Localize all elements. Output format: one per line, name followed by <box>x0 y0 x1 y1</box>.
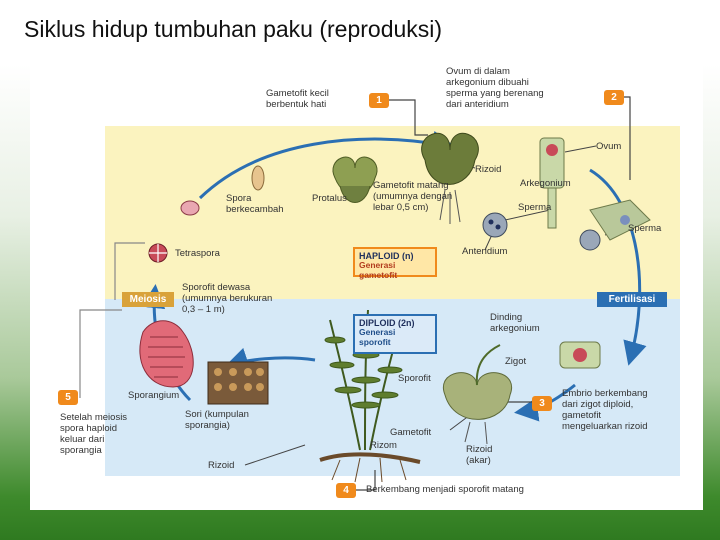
leader-ovum <box>564 145 597 153</box>
label-ovum-dibuahi: Ovum di dalam arkegonium dibuahi sperma … <box>446 66 544 110</box>
label-dinding-arkegonium: Dinding arkegonium <box>490 312 540 334</box>
step-2-badge: 2 <box>604 90 624 105</box>
label-protalus: Protalus <box>312 193 347 204</box>
step-3-badge: 3 <box>532 396 552 411</box>
antheridium <box>482 212 508 238</box>
label-sperma-a: Sperma <box>518 202 552 213</box>
spore-germinating <box>180 200 200 216</box>
cycle-arrow-right <box>589 168 647 366</box>
cycle-arrow-top <box>198 131 456 200</box>
label-embrio: Embrio berkembang dari zigot diploid, ga… <box>562 388 648 432</box>
label-rizoid-bawah: Rizoid <box>208 460 235 471</box>
young-sporophyte <box>442 344 513 445</box>
label-rizom: Rizom <box>370 440 397 451</box>
leader-1 <box>385 99 428 136</box>
leader-5 <box>79 309 122 398</box>
label-sporofit: Sporofit <box>398 373 431 384</box>
label-sperma-b: Sperma <box>628 223 662 234</box>
step-1-badge: 1 <box>369 93 389 108</box>
haploid-sub: Generasi gametofit <box>359 260 398 280</box>
step-4-badge: 4 <box>336 483 356 498</box>
label-gametofit-matang: Gametofit matang (umumnya dengan lebar 0… <box>373 180 453 213</box>
diploid-box: DIPLOID (2n) Generasi sporofit <box>353 314 437 354</box>
haploid-box: HAPLOID (n) Generasi gametofit <box>353 247 437 280</box>
sporangium <box>139 320 194 388</box>
meiosis-tag: Meiosis <box>122 292 174 307</box>
fern-life-cycle-figure: 1 2 3 4 5 Gametofit kecil berbentuk hati… <box>30 60 703 510</box>
diploid-sub: Generasi sporofit <box>359 327 396 347</box>
label-rizoid-akar: Rizoid (akar) <box>466 444 493 466</box>
label-anteridium: Anteridium <box>462 246 508 257</box>
label-sori: Sori (kumpulan sporangia) <box>185 409 249 431</box>
step-5-badge: 5 <box>58 390 78 405</box>
label-rizoid: Rizoid <box>475 164 502 175</box>
label-ovum: Ovum <box>596 141 622 152</box>
label-arkegonium: Arkegonium <box>520 178 571 189</box>
antheridium-right <box>579 229 601 251</box>
sperm-cluster <box>589 199 651 241</box>
sori <box>207 361 269 405</box>
leader-rizoid-bottom <box>244 444 306 466</box>
leader-meiosis <box>114 242 145 300</box>
archegonium <box>539 137 565 229</box>
protalus <box>332 156 378 203</box>
leader-2 <box>604 96 631 180</box>
label-gametofit: Gametofit <box>390 427 432 438</box>
label-sporofit-dewasa: Sporofit dewasa (umumnya berukuran 0,3 –… <box>182 282 273 315</box>
leader-sperma <box>504 209 551 221</box>
leader-4 <box>355 470 376 491</box>
cycle-illustration <box>79 96 651 491</box>
gametophyte-mature <box>421 132 479 224</box>
label-spora-berkecambah: Spora berkecambah <box>226 193 284 215</box>
label-sporangium: Sporangium <box>128 390 180 401</box>
label-tetraspora: Tetraspora <box>175 248 220 259</box>
label-berkembang: Berkembang menjadi sporofit matang <box>366 484 524 495</box>
label-gametofit-kecil: Gametofit kecil berbentuk hati <box>266 88 329 110</box>
zygote-in-archegonium <box>559 341 601 369</box>
spore-cell <box>251 165 265 191</box>
slide-title: Siklus hidup tumbuhan paku (reproduksi) <box>24 16 443 42</box>
label-setelah-meiosis: Setelah meiosis spora haploid keluar dar… <box>60 412 128 456</box>
fertilisasi-tag: Fertilisasi <box>597 292 667 307</box>
diploid-title: DIPLOID (2n) <box>359 318 415 328</box>
haploid-title: HAPLOID (n) <box>359 251 414 261</box>
label-zigot: Zigot <box>505 356 527 367</box>
